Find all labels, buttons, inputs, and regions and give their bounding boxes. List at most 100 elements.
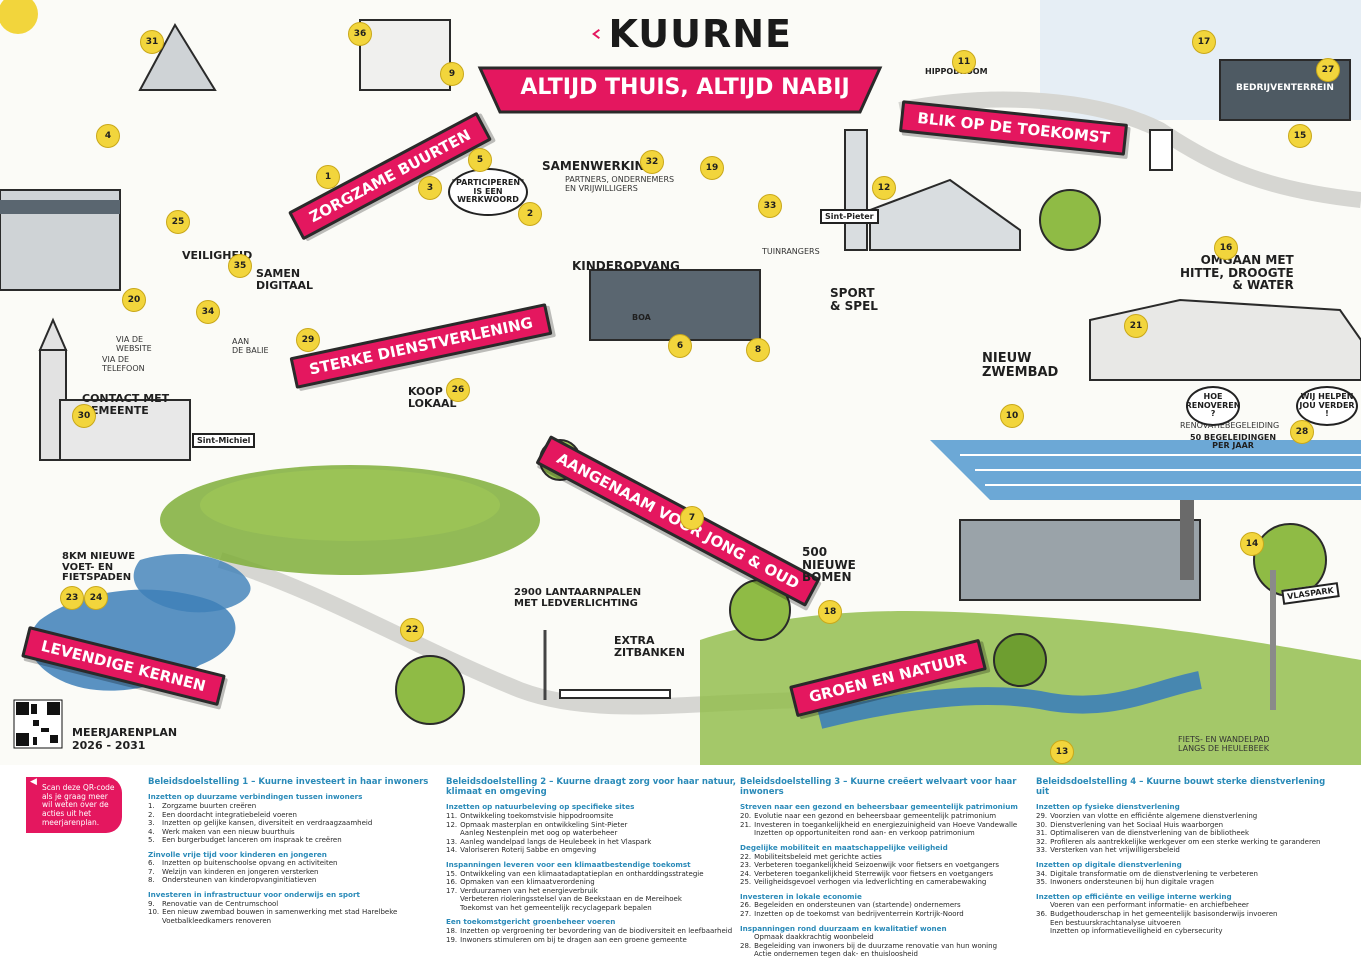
legend-item-text: Begeleiden en ondersteunen van (startend… — [754, 901, 961, 910]
legend-section-title: Degelijke mobiliteit en maatschappelijke… — [740, 842, 948, 852]
marker-10: 10 — [1000, 404, 1024, 428]
legend-item-number: 9. — [148, 899, 155, 908]
logo-text: KUURNE — [608, 12, 792, 56]
legend-item: 29.Voorzien van vlotte en efficiënte alg… — [1036, 812, 1326, 821]
legend-item-text: Verbeteren toegankelijkheid Sterrewijk v… — [754, 869, 993, 878]
legend-item-text: Opmaken van een klimaatverordening — [460, 878, 595, 887]
marker-20: 20 — [122, 288, 146, 312]
legend-item-text: Actie ondernemen tegen dak- en thuisloos… — [754, 950, 918, 959]
marker-31: 31 — [140, 30, 164, 54]
speech-bubble-wij-helpen: WIJ HELPEN JOU VERDER ! — [1296, 386, 1358, 426]
legend-section-title: Inzetten op fysieke dienstverlening — [1036, 802, 1180, 812]
legend-item-text: Voeren van een performant informatie- en… — [1050, 901, 1249, 910]
label-tuinrangers: TUINRANGERS — [762, 247, 820, 256]
legend-item-text: Profileren als aantrekkelijke werkgever … — [1050, 837, 1321, 846]
label-voetpaden: 8KM NIEUWE VOET- EN FIETSPADEN — [62, 551, 136, 583]
legend-item: 5.Een burgerbudget lanceren om inspraak … — [148, 836, 438, 845]
legend-section-title: Inzetten op efficiënte en veilige intern… — [1036, 891, 1232, 901]
legend-item-text: Inwoners ondersteunen bij hun digitale v… — [1050, 878, 1214, 887]
label-nieuwe-bomen: 500 NIEUWE BOMEN — [802, 545, 856, 585]
legend-item-number: 31. — [1036, 829, 1048, 838]
legend-item-number: 19. — [446, 935, 458, 944]
marker-27: 27 — [1316, 58, 1340, 82]
legend-item-text: Voetbalkleedkamers renoveren — [162, 916, 272, 925]
marker-29: 29 — [296, 328, 320, 352]
legend-section: Inspanningen rond duurzaam en kwalitatie… — [740, 924, 1030, 959]
legend-item: 33.Versterken van het vrijwilligersbelei… — [1036, 846, 1326, 855]
legend-item: 36.Budgethouderschap in het gemeentelijk… — [1036, 910, 1326, 919]
legend-section-title: Een toekomstgericht groenbeheer voeren — [446, 917, 616, 927]
legend-item-text: Welzijn van kinderen en jongeren verster… — [162, 867, 319, 876]
legend-item: 10.Een nieuw zwembad bouwen in samenwerk… — [148, 908, 438, 917]
legend-item-number: 36. — [1036, 909, 1048, 918]
label-sport-spel: SPORT & SPEL — [830, 286, 878, 313]
marker-25: 25 — [166, 210, 190, 234]
legend-item: Inzetten op opportuniteiten rond aan- en… — [740, 829, 1030, 838]
legend-item-number: 21. — [740, 820, 752, 829]
marker-21: 21 — [1124, 314, 1148, 338]
legend-column-title: Beleidsdoelstelling 4 – Kuurne bouwt ste… — [1036, 777, 1326, 798]
legend-item-text: Begeleiding van inwoners bij de duurzame… — [754, 941, 998, 950]
marker-28: 28 — [1290, 420, 1314, 444]
legend-item-text: Opmaak daakkrachtig woonbeleid — [754, 933, 874, 942]
legend-item: Inzetten op informatieveiligheid en cybe… — [1036, 927, 1326, 936]
legend-section: Inspanningen leveren voor een klimaatbes… — [446, 860, 736, 913]
arrow-left-icon: ◀ — [30, 777, 37, 787]
sun-icon — [0, 0, 38, 34]
legend-item: 1.Zorgzame buurten creëren — [148, 802, 438, 811]
marker-15: 15 — [1288, 124, 1312, 148]
marker-17: 17 — [1192, 30, 1216, 54]
legend-item-number: 23. — [740, 861, 752, 870]
legend-item: 16.Opmaken van een klimaatverordening — [446, 878, 736, 887]
legend-item-number: 33. — [1036, 846, 1048, 855]
legend-item-number: 2. — [148, 810, 155, 819]
marker-19: 19 — [700, 156, 724, 180]
marker-35: 35 — [228, 254, 252, 278]
legend-item-number: 24. — [740, 869, 752, 878]
marker-30: 30 — [72, 404, 96, 428]
legend-item: 2.Een doordacht integratiebeleid voeren — [148, 811, 438, 820]
legend-item-text: Inzetten op vergroening ter bevordering … — [460, 927, 733, 936]
label-koop-lokaal: KOOP LOKAAL — [408, 385, 457, 410]
legend-item-number: 1. — [148, 801, 155, 810]
legend-item: Verbeteren rioleringsstelsel van de Beek… — [446, 895, 736, 904]
legend-item: Actie ondernemen tegen dak- en thuisloos… — [740, 950, 1030, 959]
legend-item-text: Renovatie van de Centrumschool — [162, 899, 279, 908]
legend-item-number: 18. — [446, 927, 458, 936]
legend-item: 32.Profileren als aantrekkelijke werkgev… — [1036, 838, 1326, 847]
legend-section-title: Zinvolle vrije tijd voor kinderen en jon… — [148, 849, 327, 859]
legend-item: Voeren van een performant informatie- en… — [1036, 901, 1326, 910]
legend-item-number: 25. — [740, 878, 752, 887]
marker-9: 9 — [440, 62, 464, 86]
legend-item-text: Inzetten op opportuniteiten rond aan- en… — [754, 829, 975, 838]
legend-item: Voetbalkleedkamers renoveren — [148, 917, 438, 926]
legend-item-text: Voorzien van vlotte en efficiënte algeme… — [1050, 812, 1258, 821]
legend-item-number: 13. — [446, 837, 458, 846]
legend-item: 35.Inwoners ondersteunen bij hun digital… — [1036, 878, 1326, 887]
legend-item: 15.Ontwikkeling van een klimaatadaptatie… — [446, 870, 736, 879]
label-contact-gemeente: CONTACT MET GEMEENTE — [82, 392, 170, 417]
marker-18: 18 — [818, 600, 842, 624]
marker-22: 22 — [400, 618, 424, 642]
legend-item-text: Inzetten op buitenschoolse opvang en act… — [162, 859, 338, 868]
legend-item-number: 3. — [148, 819, 155, 828]
legend-section-title: Investeren in lokale economie — [740, 891, 862, 901]
legend-column: Beleidsdoelstelling 1 – Kuurne investeer… — [148, 777, 438, 925]
legend-item-text: Investeren in toegankelijkheid en energi… — [754, 820, 1018, 829]
label-renovatiebegeleiding: RENOVATIEBEGELEIDING — [1180, 421, 1280, 430]
legend-item: 31.Optimaliseren van de dienstverlening … — [1036, 829, 1326, 838]
legend-item: 34.Digitale transformatie om de dienstve… — [1036, 870, 1326, 879]
legend-item: Toekomst van het gemeentelijk recyclagep… — [446, 904, 736, 913]
marker-36: 36 — [348, 22, 372, 46]
label-begeleidingen: 50 BEGELEIDINGEN PER JAAR — [1190, 433, 1277, 451]
marker-11: 11 — [952, 50, 976, 74]
legend-item: 25.Veiligheidsgevoel verhogen via ledver… — [740, 878, 1030, 887]
legend-item-number: 17. — [446, 886, 458, 895]
marker-23: 23 — [60, 586, 84, 610]
legend-item-text: Inwoners stimuleren om bij te dragen aan… — [460, 935, 687, 944]
legend-item: 21.Investeren in toegankelijkheid en ene… — [740, 821, 1030, 830]
legend-item-text: Aanleg wandelpad langs de Heulebeek in h… — [460, 837, 652, 846]
legend-item: 8.Ondersteunen van kinderopvanginitiatie… — [148, 876, 438, 885]
label-via-website: VIA DE WEBSITE — [116, 335, 152, 353]
